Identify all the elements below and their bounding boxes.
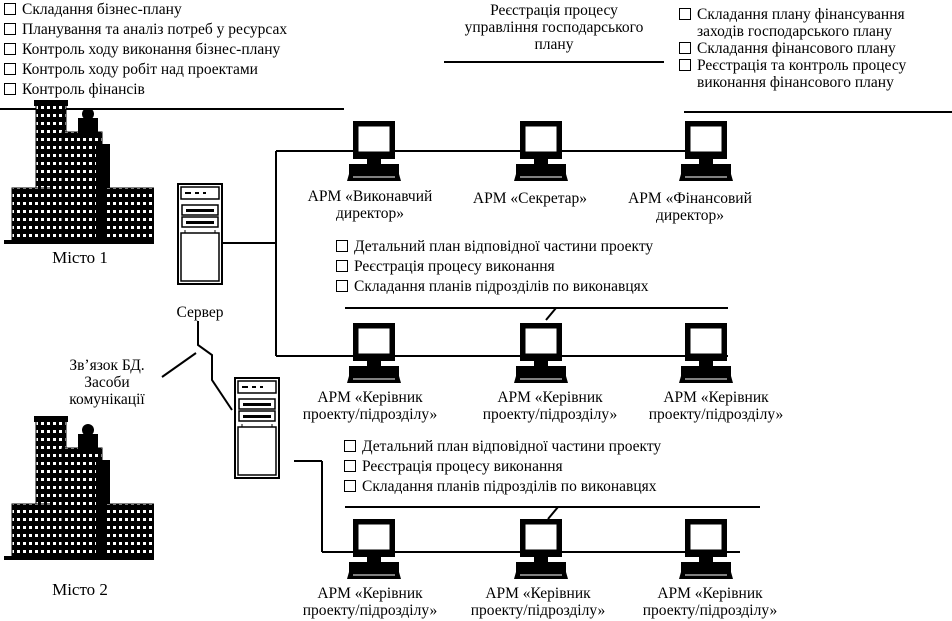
server-icon [177, 183, 223, 285]
checkbox-icon [336, 280, 348, 292]
arm-project-manager-label: АРМ «Керівник проекту/підрозділу» [470, 585, 606, 619]
checkbox-icon [336, 260, 348, 272]
city-1-label: Місто 1 [52, 248, 108, 267]
city-buildings-icon [4, 96, 154, 246]
arm-secretary-label: АРМ «Секретар» [472, 190, 588, 207]
computer-icon [679, 120, 733, 182]
computer-icon [679, 518, 733, 580]
arm-executive-director-label: АРМ «Виконавчий директор» [307, 188, 433, 222]
computer-icon [514, 518, 568, 580]
computer-icon [347, 322, 401, 384]
checkbox-icon [4, 3, 16, 15]
list-item: Складання плану фінансування [679, 6, 906, 23]
checkbox-icon [4, 23, 16, 35]
task-list-top-right: Складання плану фінансування заходів гос… [679, 6, 906, 91]
checkbox-icon [336, 240, 348, 252]
list-item: Реєстрація процесу виконання [336, 257, 653, 277]
list-item: Складання бізнес-плану [4, 0, 287, 20]
city-buildings-icon [4, 412, 154, 562]
computer-icon [347, 518, 401, 580]
list-item: Складання фінансового плану [679, 40, 906, 57]
checkbox-icon [4, 43, 16, 55]
arm-project-manager-label: АРМ «Керівник проекту/підрозділу» [482, 389, 618, 423]
computer-icon [514, 322, 568, 384]
arm-project-manager-label: АРМ «Керівник проекту/підрозділу» [642, 585, 778, 619]
computer-icon [347, 120, 401, 182]
list-item: Детальний план відповідної частини проек… [344, 437, 661, 457]
list-item: Контроль ходу робіт над проектами [4, 60, 287, 80]
list-item: Реєстрація процесу виконання [344, 457, 661, 477]
list-item: Реєстрація та контроль процесу [679, 57, 906, 74]
server-label: Сервер [176, 304, 224, 321]
checkbox-icon [344, 480, 356, 492]
task-list-bottom: Детальний план відповідної частини проек… [344, 437, 661, 497]
list-item: Планування та аналіз потреб у ресурсах [4, 20, 287, 40]
list-item: Складання планів підрозділів по виконавц… [336, 277, 653, 297]
server-icon [234, 377, 280, 479]
list-item: Контроль фінансів [4, 80, 287, 100]
checkbox-icon [344, 440, 356, 452]
city-2-label: Місто 2 [52, 580, 108, 599]
task-list-middle: Детальний план відповідної частини проек… [336, 237, 653, 297]
checkbox-icon [344, 460, 356, 472]
checkbox-icon [4, 83, 16, 95]
computer-icon [679, 322, 733, 384]
checkbox-icon [4, 63, 16, 75]
communication-label: Зв’язок БД. Засоби комунікації [69, 357, 145, 408]
computer-icon [514, 120, 568, 182]
arm-project-manager-label: АРМ «Керівник проекту/підрозділу» [648, 389, 784, 423]
list-item: Контроль ходу виконання бізнес-плану [4, 40, 287, 60]
checkbox-icon [679, 8, 691, 20]
task-list-top-left: Складання бізнес-плану Планування та ана… [4, 0, 287, 100]
arm-project-manager-label: АРМ «Керівник проекту/підрозділу» [302, 389, 438, 423]
secretary-note: Реєстрація процесу управління господарсь… [464, 2, 644, 53]
checkbox-icon [679, 59, 691, 71]
checkbox-icon [679, 42, 691, 54]
arm-project-manager-label: АРМ «Керівник проекту/підрозділу» [302, 585, 438, 619]
list-item: Детальний план відповідної частини проек… [336, 237, 653, 257]
list-item: Складання планів підрозділів по виконавц… [344, 477, 661, 497]
arm-financial-director-label: АРМ «Фінансовий директор» [628, 190, 752, 224]
